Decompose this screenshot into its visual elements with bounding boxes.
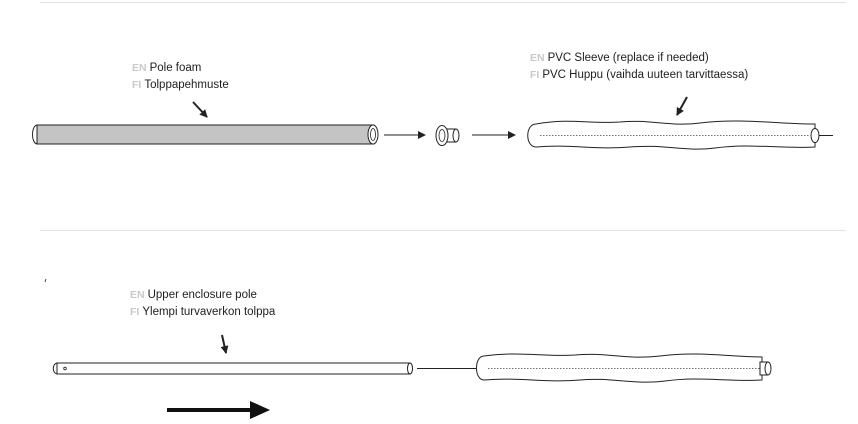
top-divider [40,2,846,3]
upper-pole-illustration [52,362,413,375]
pole-foam-fi: Tolppapehmuste [144,79,229,91]
en-tag: EN [132,62,147,74]
pvc-sleeve-bottom-illustration [476,353,772,383]
upper-pole-fi: Ylempi turvaverkon tolppa [142,306,276,318]
pvc-sleeve-illustration [527,120,833,150]
pointer-arrow-pole-foam [192,101,208,118]
pvc-sleeve-en: PVC Sleeve (replace if needed) [547,52,709,64]
pointer-arrow-upper-pole [220,334,229,354]
fi-tag: FI [132,79,142,91]
section-divider [40,230,846,231]
end-cap-illustration [435,125,460,146]
en-tag: EN [130,289,145,301]
fi-tag: FI [530,69,540,81]
small-tick-mark [44,278,47,283]
upper-pole-en: Upper enclosure pole [147,289,257,301]
direction-arrow [167,401,270,419]
pvc-sleeve-fi: PVC Huppu (vaihda uuteen tarvittaessa) [542,69,749,81]
en-tag: EN [530,52,545,64]
fi-tag: FI [130,306,140,318]
pole-foam-illustration [32,124,379,145]
pointer-arrow-pvc-sleeve [676,96,688,116]
pole-foam-en: Pole foam [149,62,202,74]
